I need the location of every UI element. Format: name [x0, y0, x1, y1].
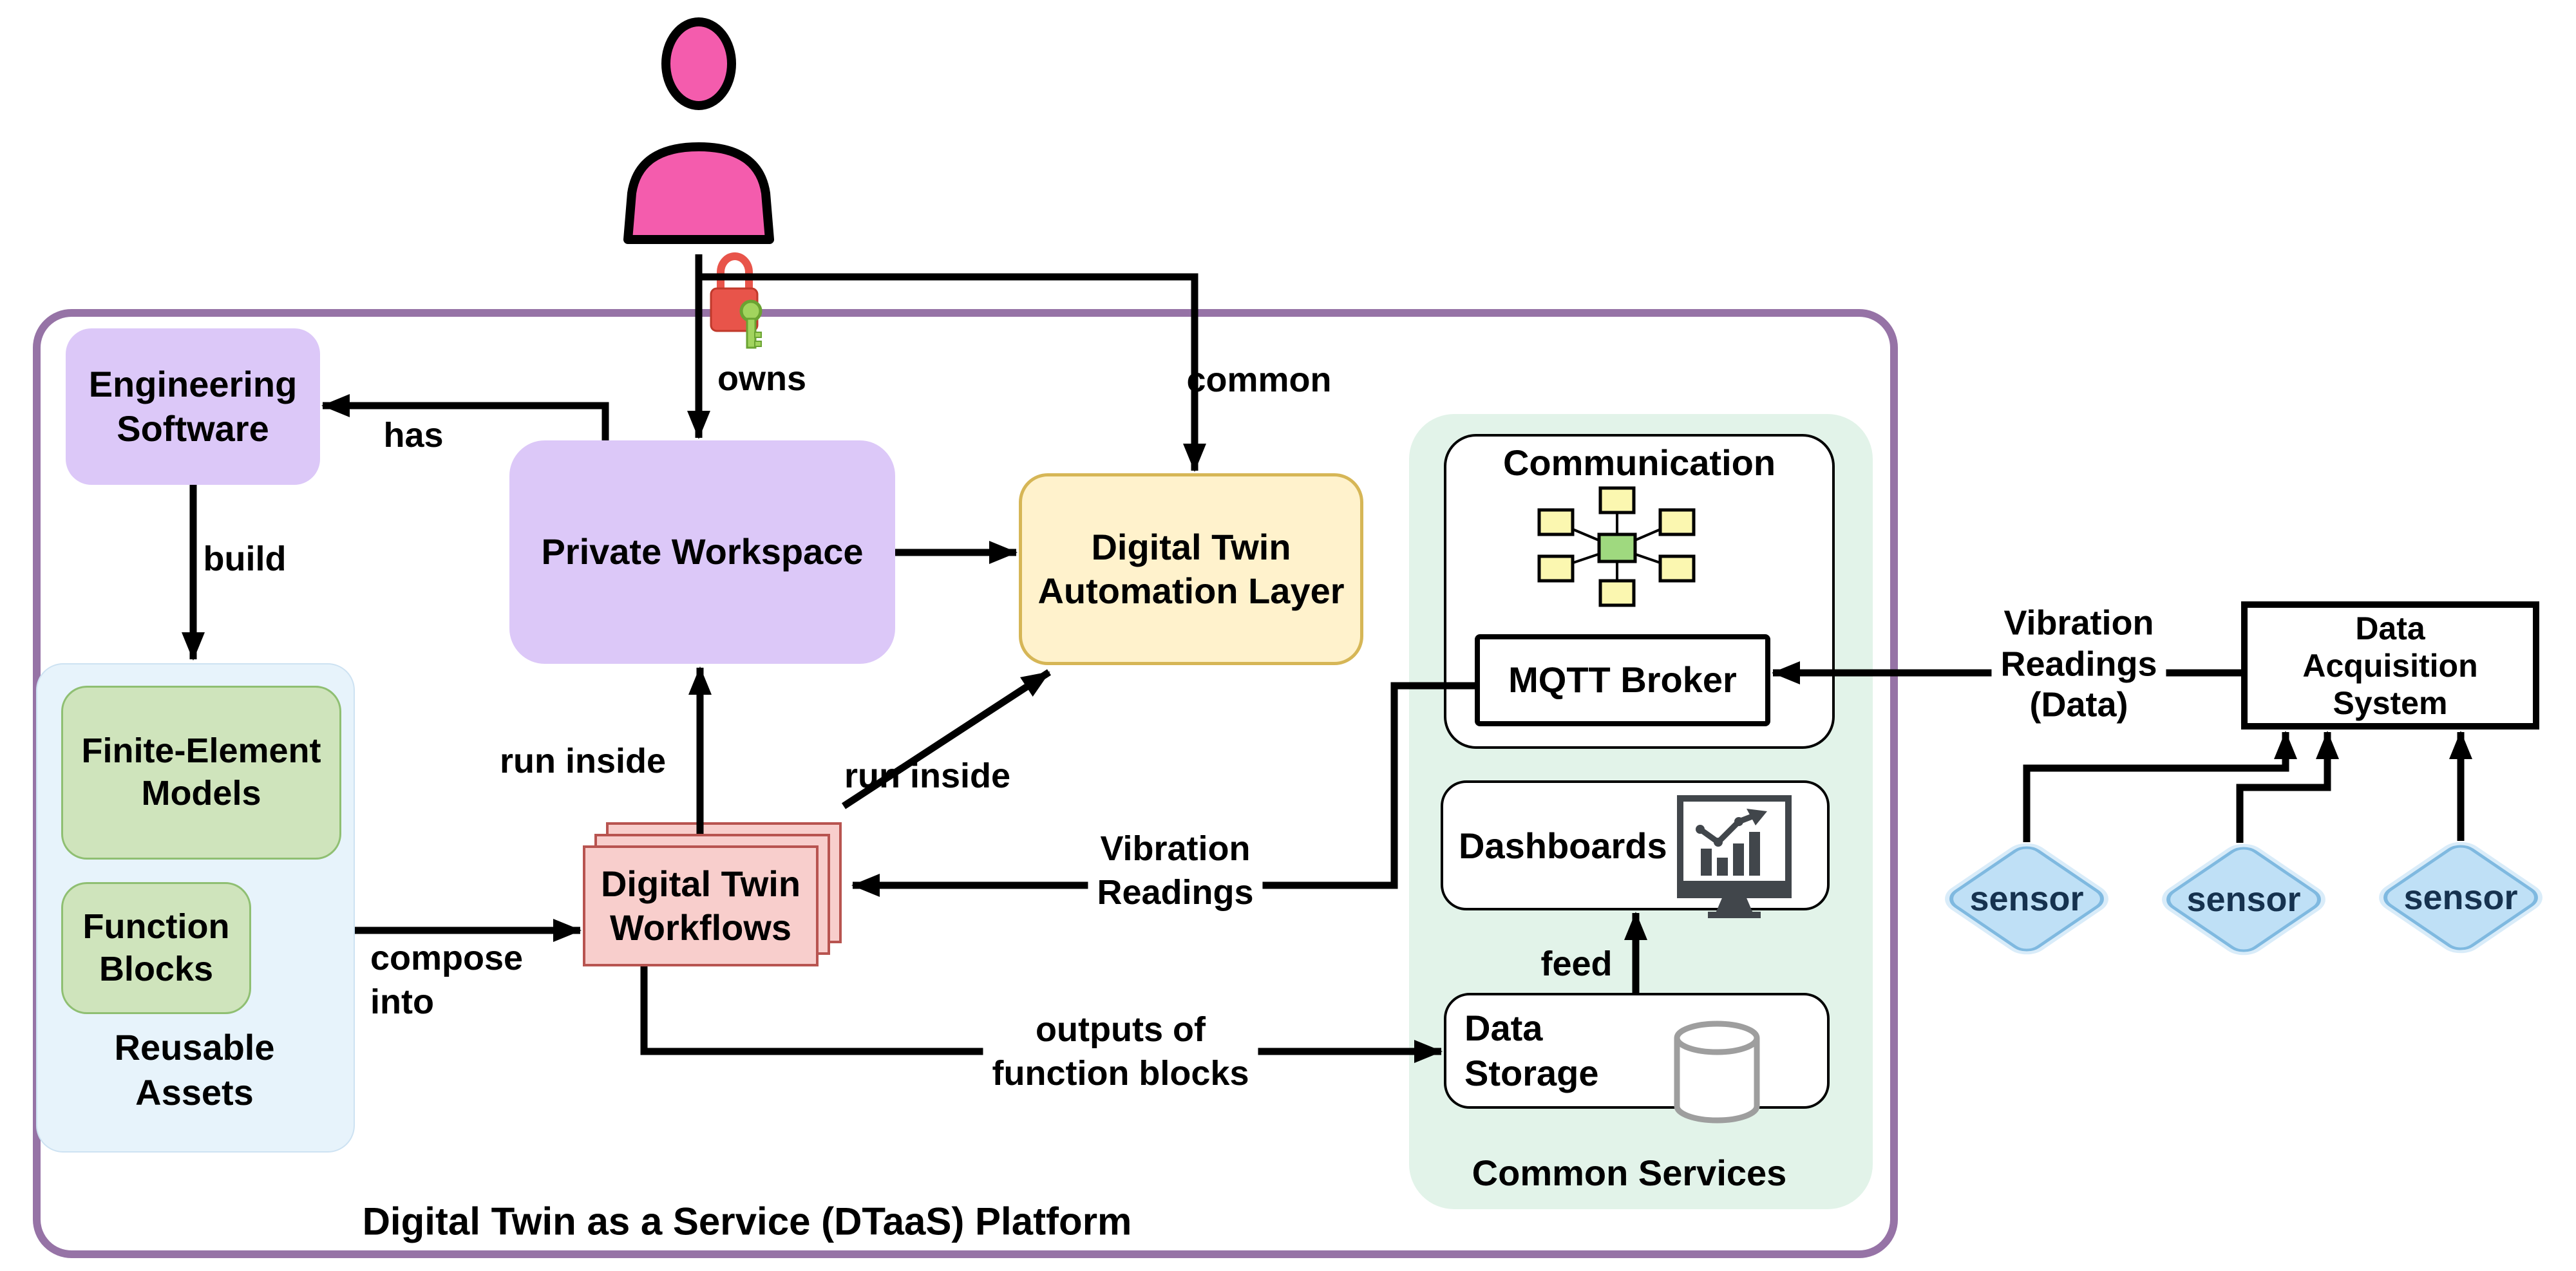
- data-acquisition-system-box[interactable]: Data Acquisition System: [2241, 601, 2539, 730]
- finite-element-models-box[interactable]: Finite-Element Models: [61, 686, 341, 860]
- mqtt-broker-box[interactable]: MQTT Broker: [1475, 634, 1770, 726]
- dashboards-label: Dashboards: [1459, 825, 1667, 866]
- sensor-3-diamond[interactable]: [2376, 840, 2546, 956]
- diamond-shape: [2376, 840, 2546, 956]
- communication-label: Communication: [1502, 442, 1776, 483]
- sensor-2-diamond[interactable]: [2159, 842, 2329, 957]
- engineering-software-box[interactable]: Engineering Software: [66, 328, 320, 485]
- digital-twin-automation-layer-box[interactable]: Digital Twin Automation Layer: [1019, 473, 1363, 665]
- data-storage-box[interactable]: [1444, 993, 1830, 1109]
- diamond-shape: [2159, 842, 2329, 957]
- sensor-1-diamond[interactable]: [1942, 841, 2112, 957]
- private-workspace-box[interactable]: Private Workspace: [509, 440, 895, 664]
- digital-twin-workflows-box[interactable]: Digital Twin Workflows: [583, 845, 819, 966]
- function-blocks-box[interactable]: Function Blocks: [61, 882, 251, 1014]
- diamond-shape: [1942, 841, 2112, 957]
- data-storage-label: Data Storage: [1464, 1008, 1599, 1093]
